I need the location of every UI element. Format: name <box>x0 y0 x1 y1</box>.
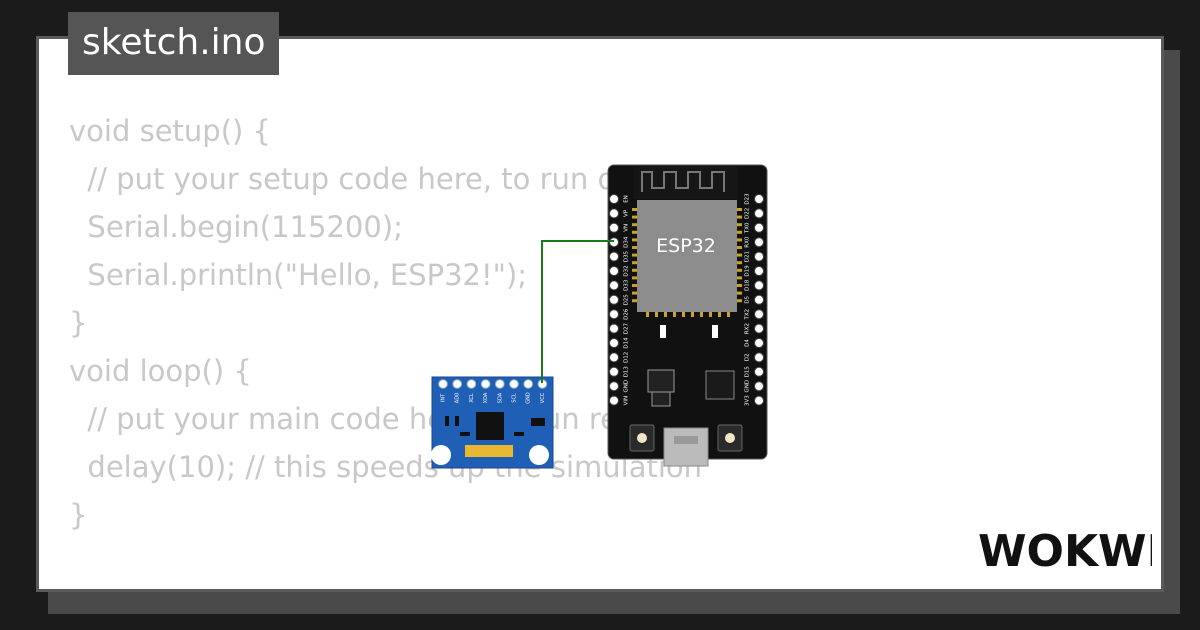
pin-hole[interactable] <box>609 280 619 291</box>
chip-pads <box>632 208 742 317</box>
pin-label: TX2 <box>745 309 751 321</box>
mpu6050-sensor[interactable]: INT AD0 XCL XDA SDA SCL GND VCC <box>431 376 554 469</box>
pin-label: VCC <box>540 392 546 403</box>
pin-label: GND <box>526 392 532 404</box>
pin-hole[interactable] <box>754 338 764 348</box>
file-tab[interactable]: sketch.ino <box>68 12 280 75</box>
pin-hole[interactable] <box>609 251 619 262</box>
pin-label: D14 <box>624 337 630 349</box>
pin-label: D27 <box>624 322 630 334</box>
code-line: Serial.println("Hello, ESP32!"); <box>69 258 528 292</box>
pin-label: XDA <box>483 392 489 403</box>
pin-label: D4 <box>745 339 751 347</box>
pin-label: D5 <box>745 295 751 303</box>
pin-label: SDA <box>497 392 503 403</box>
pin-hole[interactable] <box>609 352 619 363</box>
pin-label: TX0 <box>745 222 751 234</box>
pin-label: D32 <box>624 265 630 276</box>
pin-hole[interactable] <box>609 323 619 334</box>
code-line: void setup() { <box>69 114 271 148</box>
pin-label: D34 <box>624 236 630 248</box>
pin-hole[interactable] <box>754 395 764 406</box>
pin-hole[interactable] <box>495 379 505 389</box>
pin-hole[interactable] <box>754 280 764 291</box>
pin-label: RX2 <box>745 323 751 334</box>
code-line: Serial.begin(115200); <box>69 210 403 244</box>
pin-hole[interactable] <box>609 338 619 348</box>
pin-hole[interactable] <box>480 379 491 389</box>
pin-hole[interactable] <box>609 194 619 204</box>
wokwi-logo: WOKWI <box>978 526 1152 576</box>
code-line: void loop() { <box>69 354 252 388</box>
pin-label: SCL <box>512 393 518 403</box>
pin-hole[interactable] <box>754 294 764 305</box>
pin-hole[interactable] <box>609 366 619 377</box>
pin-label: D15 <box>745 366 751 378</box>
pin-label: AD0 <box>455 393 461 403</box>
esp32-board[interactable]: ESP32 ENVPVND34D35D32D33D25D26D27D14D12D… <box>607 164 768 467</box>
pin-label: VIN <box>624 396 630 406</box>
pin-label: GND <box>745 380 751 393</box>
pin-label: VN <box>624 224 630 232</box>
pin-label: D23 <box>745 193 751 205</box>
pin-hole[interactable] <box>609 395 619 406</box>
pin-hole[interactable] <box>754 208 764 219</box>
code-card: void setup() { // put your setup code he… <box>36 36 1164 592</box>
pin-hole[interactable] <box>452 379 463 389</box>
pin-hole[interactable] <box>754 266 764 276</box>
pin-label: D13 <box>624 366 630 378</box>
pin-hole[interactable] <box>609 309 619 320</box>
code-line: } <box>69 306 88 340</box>
pin-label: D33 <box>624 279 630 291</box>
pin-hole[interactable] <box>754 237 764 248</box>
pin-hole[interactable] <box>754 366 764 377</box>
pin-label: VP <box>624 209 630 217</box>
svg-text:WOKWI: WOKWI <box>978 526 1152 576</box>
pin-label: RX0 <box>745 236 751 248</box>
pin-hole[interactable] <box>754 381 764 392</box>
vcc-wire[interactable] <box>541 240 614 383</box>
pin-hole[interactable] <box>509 379 519 389</box>
pin-label: D35 <box>624 250 630 262</box>
pin-label: GND <box>624 380 630 393</box>
pin-hole[interactable] <box>754 222 764 233</box>
esp32-chip <box>637 200 737 312</box>
pin-hole[interactable] <box>754 309 764 320</box>
esp32-chip-label: ESP32 <box>656 235 716 257</box>
pin-label: INT <box>441 393 447 402</box>
pin-label: D18 <box>745 279 751 291</box>
pin-label: D25 <box>624 294 630 306</box>
pin-hole[interactable] <box>609 381 619 392</box>
pin-hole[interactable] <box>754 323 764 334</box>
code-line: } <box>69 498 88 532</box>
pin-label: EN <box>624 195 630 203</box>
pin-label: 3V3 <box>745 395 751 406</box>
pin-hole[interactable] <box>523 379 534 389</box>
pin-label: D22 <box>745 208 751 219</box>
pin-label: D21 <box>745 251 751 262</box>
pin-hole[interactable] <box>609 237 619 248</box>
pin-label: D12 <box>624 352 630 363</box>
sensor-pins[interactable]: INT AD0 XCL XDA SDA SCL GND VCC <box>438 379 548 404</box>
pin-hole[interactable] <box>609 294 619 305</box>
pin-hole[interactable] <box>754 194 764 204</box>
pin-label: D2 <box>745 354 751 362</box>
pin-hole[interactable] <box>754 352 764 363</box>
pin-hole[interactable] <box>609 266 619 276</box>
pin-hole[interactable] <box>754 251 764 262</box>
pin-label: D26 <box>624 308 630 320</box>
pin-label: D19 <box>745 265 751 277</box>
pin-hole[interactable] <box>438 379 448 389</box>
pin-label: XCL <box>469 393 475 403</box>
pin-hole[interactable] <box>466 379 477 389</box>
pin-hole[interactable] <box>609 222 619 233</box>
pin-hole[interactable] <box>609 208 619 219</box>
